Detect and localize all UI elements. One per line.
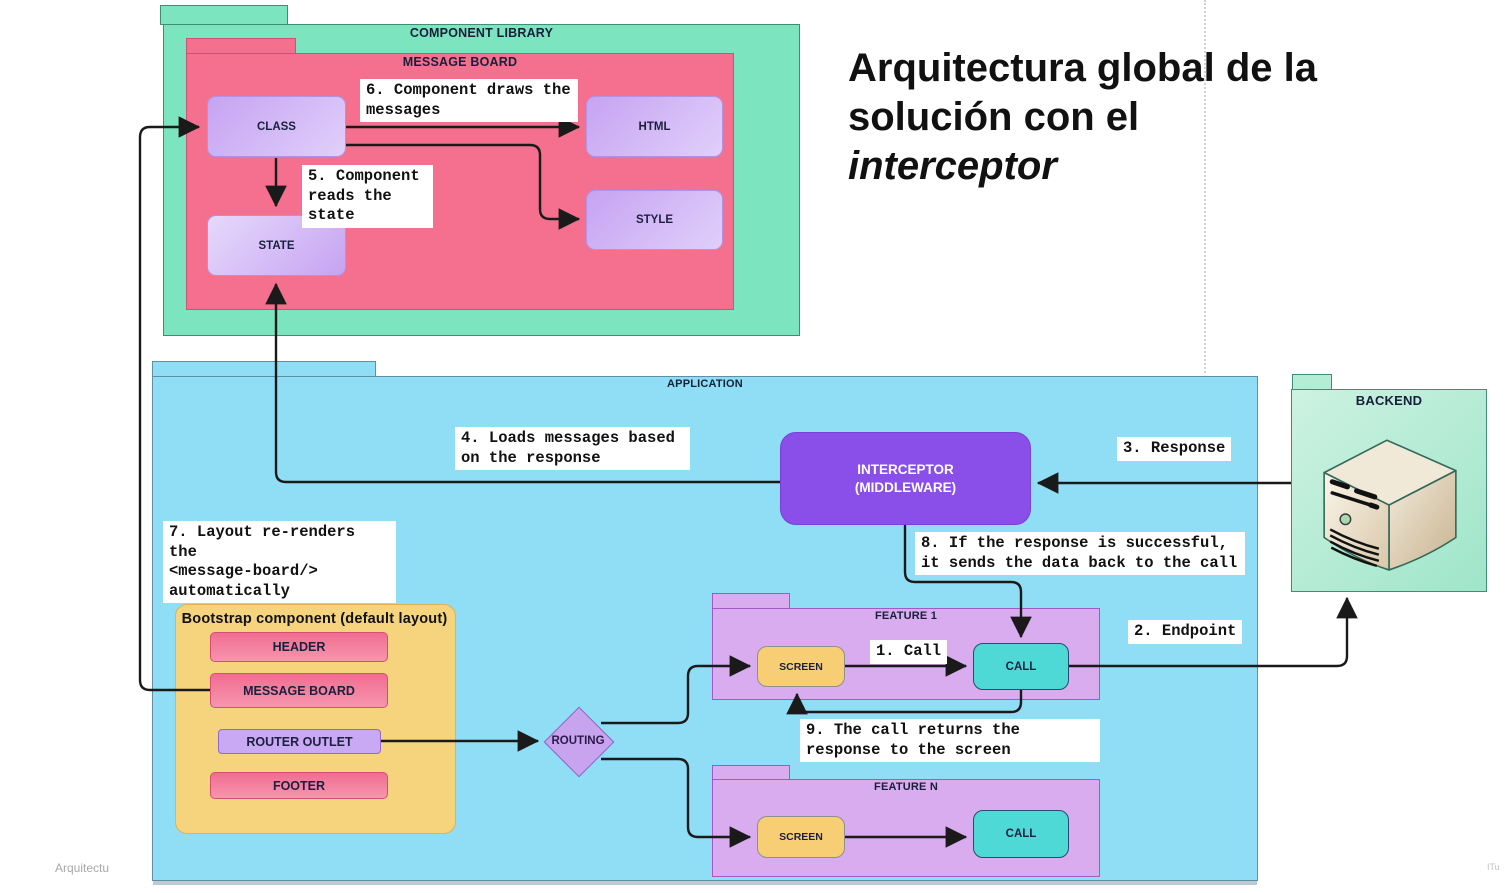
featureN-screen-node: SCREEN <box>757 816 845 858</box>
feature1-folder-tab <box>712 593 790 609</box>
server-icon <box>1323 439 1457 571</box>
header-chip: HEADER <box>210 632 388 662</box>
annotation-6: 6. Component draws the messages <box>360 79 578 122</box>
annotation-4: 4. Loads messages based on the response <box>455 427 690 470</box>
feature1-label: FEATURE 1 <box>874 610 938 622</box>
class-node: CLASS <box>207 96 346 157</box>
annotation-5: 5. Component reads the state <box>302 165 433 228</box>
message-board-folder-tab <box>186 38 296 54</box>
application-folder-tab <box>152 361 376 377</box>
router-outlet-chip: ROUTER OUTLET <box>218 729 381 754</box>
featureN-folder-tab <box>712 765 790 780</box>
annotation-7: 7. Layout re-renders the <message-board/… <box>163 521 396 603</box>
annotation-9: 9. The call returns the response to the … <box>800 719 1100 762</box>
bootstrap-title: Bootstrap component (default layout) <box>181 611 448 627</box>
dotted-guide-line <box>1204 0 1206 373</box>
backend-folder-tab <box>1292 374 1332 390</box>
annotation-2: 2. Endpoint <box>1128 620 1243 644</box>
annotation-1: 1. Call <box>870 640 948 664</box>
feature1-call-node: CALL <box>973 643 1069 690</box>
featureN-call-node: CALL <box>973 810 1069 858</box>
title-line-1: Arquitectura global de la <box>848 46 1317 90</box>
feature1-screen-node: SCREEN <box>757 646 845 687</box>
application-label: APPLICATION <box>667 378 743 390</box>
component-library-folder-tab <box>160 5 288 25</box>
title-line-3: interceptor <box>848 144 1057 188</box>
annotation-3: 3. Response <box>1117 437 1232 461</box>
interceptor-node: INTERCEPTOR (MIDDLEWARE) <box>780 432 1031 525</box>
message-board-chip: MESSAGE BOARD <box>210 673 388 708</box>
backend-label: BACKEND <box>1355 393 1423 408</box>
watermark-left: Arquitectu <box>55 861 110 875</box>
annotation-8: 8. If the response is successful, it sen… <box>915 532 1245 575</box>
component-library-label: COMPONENT LIBRARY <box>409 26 554 40</box>
featureN-label: FEATURE N <box>874 781 938 793</box>
footer-chip: FOOTER <box>210 772 388 799</box>
message-board-label: MESSAGE BOARD <box>402 55 518 69</box>
page-title: Arquitectura global de la solución con e… <box>848 44 1428 191</box>
title-line-2: solución con el <box>848 95 1140 139</box>
watermark-right: ITu <box>1487 862 1500 872</box>
routing-label: ROUTING <box>551 735 605 747</box>
html-node: HTML <box>586 96 723 157</box>
style-node: STYLE <box>586 190 723 250</box>
